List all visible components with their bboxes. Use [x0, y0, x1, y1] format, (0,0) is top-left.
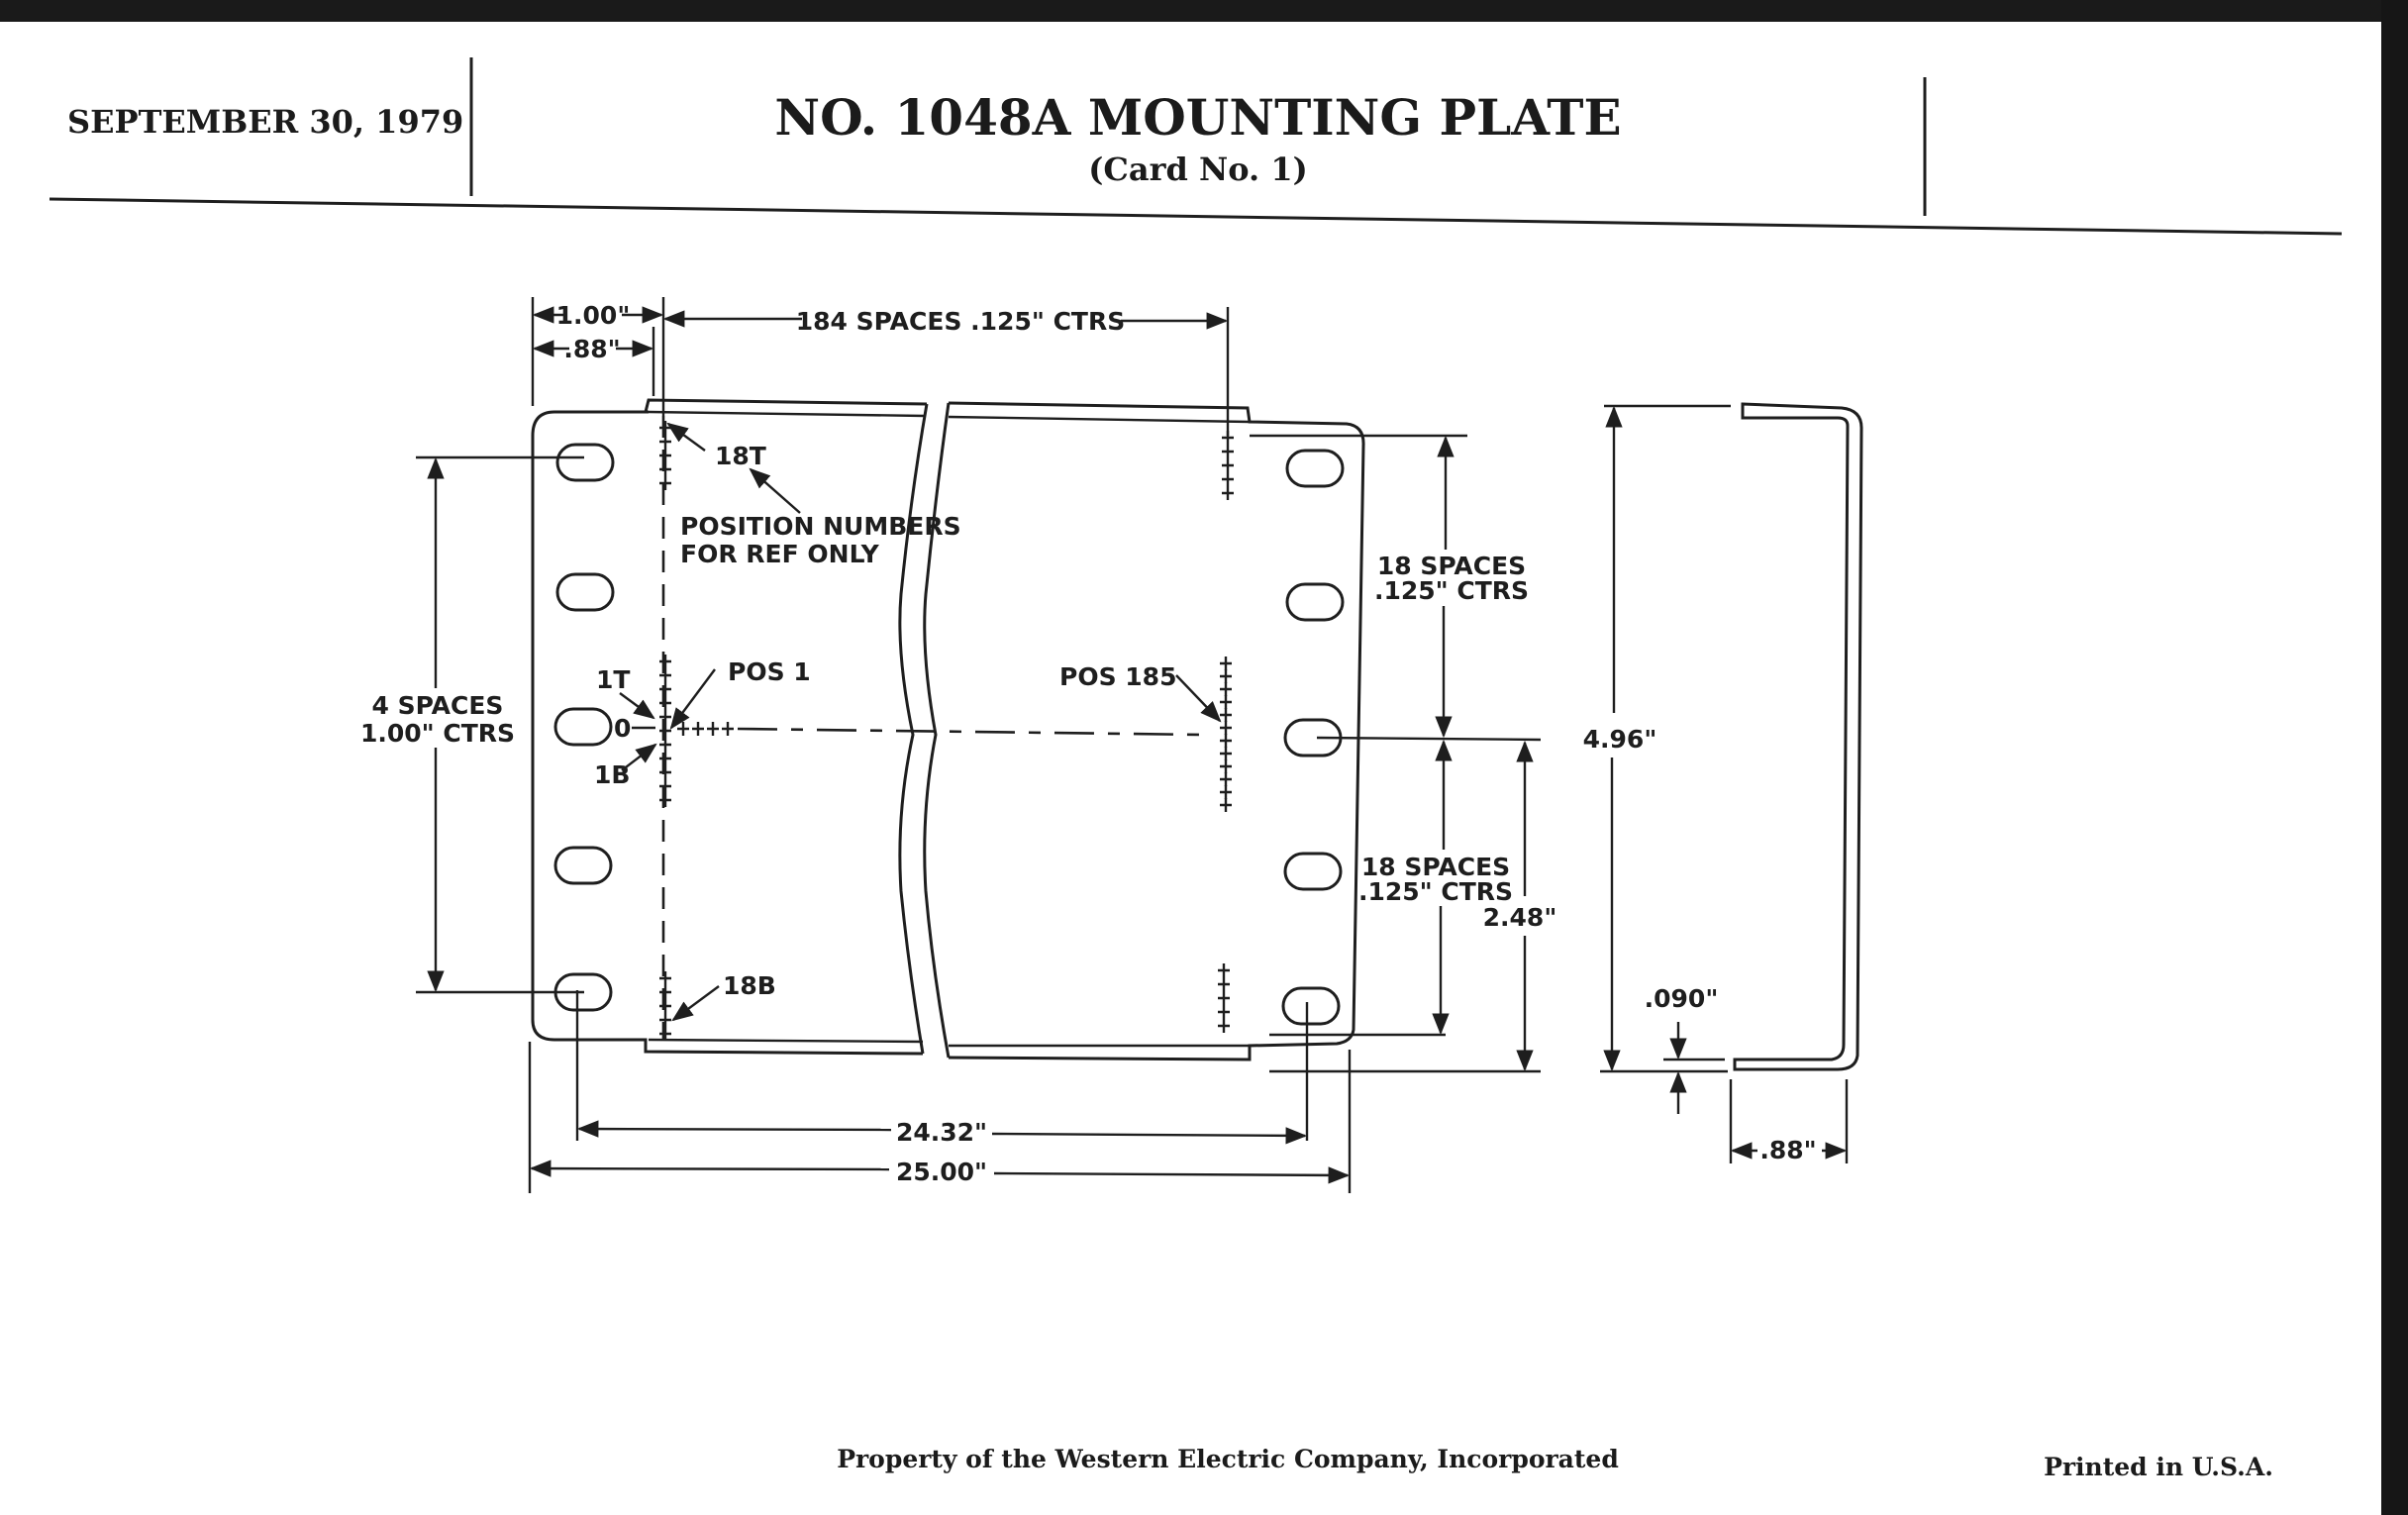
dimensions-bottom: 24.32" 25.00" [528, 990, 1352, 1193]
position-mark [1220, 682, 1232, 696]
position-mark [1220, 734, 1232, 748]
position-mark [1220, 785, 1232, 799]
position-mark [659, 765, 671, 779]
label-pos-1: POS 1 [728, 657, 811, 686]
upper-spaces-line2: .125" CTRS [1374, 576, 1529, 605]
position-mark [1220, 656, 1232, 670]
position-mark [659, 971, 671, 985]
card-number: (Card No. 1) [1088, 151, 1307, 188]
mounting-hole [553, 846, 613, 885]
lower-spaces-line1: 18 SPACES [1361, 853, 1510, 881]
position-mark [659, 682, 671, 696]
mounting-hole [1285, 449, 1345, 488]
position-mark [659, 449, 671, 462]
mounting-hole [555, 443, 615, 482]
position-mark [1222, 458, 1234, 472]
position-mark [1218, 1019, 1230, 1033]
label-18b: 18B [723, 971, 776, 1000]
position-mark [722, 722, 734, 736]
mounting-hole [1281, 986, 1341, 1026]
position-mark [1220, 695, 1232, 709]
left-spaces-line2: 1.00" CTRS [360, 719, 515, 748]
dim-24-32: 24.32" [896, 1118, 987, 1147]
printed-in: Printed in U.S.A. [2044, 1453, 2273, 1481]
dim-4-96: 4.96" [1583, 725, 1657, 754]
dim-0-88-side: .88" [1759, 1136, 1816, 1164]
mounting-hole [553, 707, 613, 747]
dim-1-00: 1.00" [556, 301, 631, 330]
position-mark [659, 738, 671, 752]
position-mark [707, 722, 719, 736]
mounting-hole [1283, 852, 1343, 891]
plate-side-view: 4.96" .090" .88" [1583, 402, 1863, 1164]
label-1t: 1T [596, 665, 630, 694]
page-title: NO. 1048A MOUNTING PLATE [774, 88, 1621, 147]
property-notice: Property of the Western Electric Company… [837, 1445, 1619, 1473]
position-mark [1220, 759, 1232, 773]
position-mark [1222, 486, 1234, 500]
position-mark [659, 779, 671, 793]
position-mark [1218, 1005, 1230, 1019]
position-mark [659, 724, 671, 738]
label-18t: 18T [715, 442, 766, 470]
position-mark [1220, 669, 1232, 683]
position-mark [1220, 747, 1232, 760]
note-position-numbers: POSITION NUMBERS [680, 512, 961, 541]
label-1b: 1B [594, 760, 630, 789]
mounting-hole [1285, 582, 1345, 622]
position-mark [1218, 963, 1230, 977]
annotations: 18T POSITION NUMBERS FOR REF ONLY 1T POS… [594, 422, 1222, 1022]
position-mark [659, 696, 671, 710]
position-mark [659, 476, 671, 490]
position-mark [659, 462, 671, 476]
position-mark [1220, 708, 1232, 722]
upper-spaces-line1: 18 SPACES [1377, 552, 1526, 580]
dim-0-88-top: .88" [563, 335, 620, 363]
position-mark [659, 985, 671, 999]
position-mark [1222, 472, 1234, 486]
scan-edge-right [2381, 0, 2408, 1515]
card-background [0, 22, 2381, 1515]
position-mark [1218, 991, 1230, 1005]
card-date: SEPTEMBER 30, 1979 [67, 103, 463, 141]
position-mark [1220, 798, 1232, 812]
position-mark [659, 793, 671, 807]
position-mark [659, 1013, 671, 1027]
dim-2-48: 2.48" [1483, 903, 1557, 932]
position-marks [659, 421, 1234, 1041]
mounting-hole [555, 572, 615, 612]
position-mark [692, 722, 704, 736]
position-mark [1222, 445, 1234, 458]
dim-184-spaces: 184 SPACES .125" CTRS [796, 307, 1125, 336]
header-rule [49, 197, 2343, 236]
position-mark [659, 655, 671, 668]
dimensions-top: 1.00" .88" 184 SPACES .125" CTRS [531, 297, 1230, 436]
position-mark [659, 1027, 671, 1041]
position-mark [1220, 772, 1232, 786]
position-mark [659, 710, 671, 724]
position-mark [1220, 721, 1232, 735]
dim-0-090: .090" [1645, 984, 1719, 1013]
left-spaces-line1: 4 SPACES [372, 691, 504, 720]
position-mark [659, 752, 671, 765]
position-mark [659, 999, 671, 1013]
lower-spaces-line2: .125" CTRS [1358, 877, 1513, 906]
label-pos-185: POS 185 [1059, 662, 1176, 691]
dimensions-left: 4 SPACES 1.00" CTRS [360, 455, 584, 994]
dimensions-right: 18 SPACES .125" CTRS 18 SPACES .125" CTR… [1250, 434, 1557, 1073]
dim-25-00: 25.00" [896, 1158, 987, 1186]
label-0: 0 [614, 714, 631, 743]
position-mark [1218, 977, 1230, 991]
position-mark [659, 668, 671, 682]
note-for-ref-only: FOR REF ONLY [680, 540, 880, 568]
